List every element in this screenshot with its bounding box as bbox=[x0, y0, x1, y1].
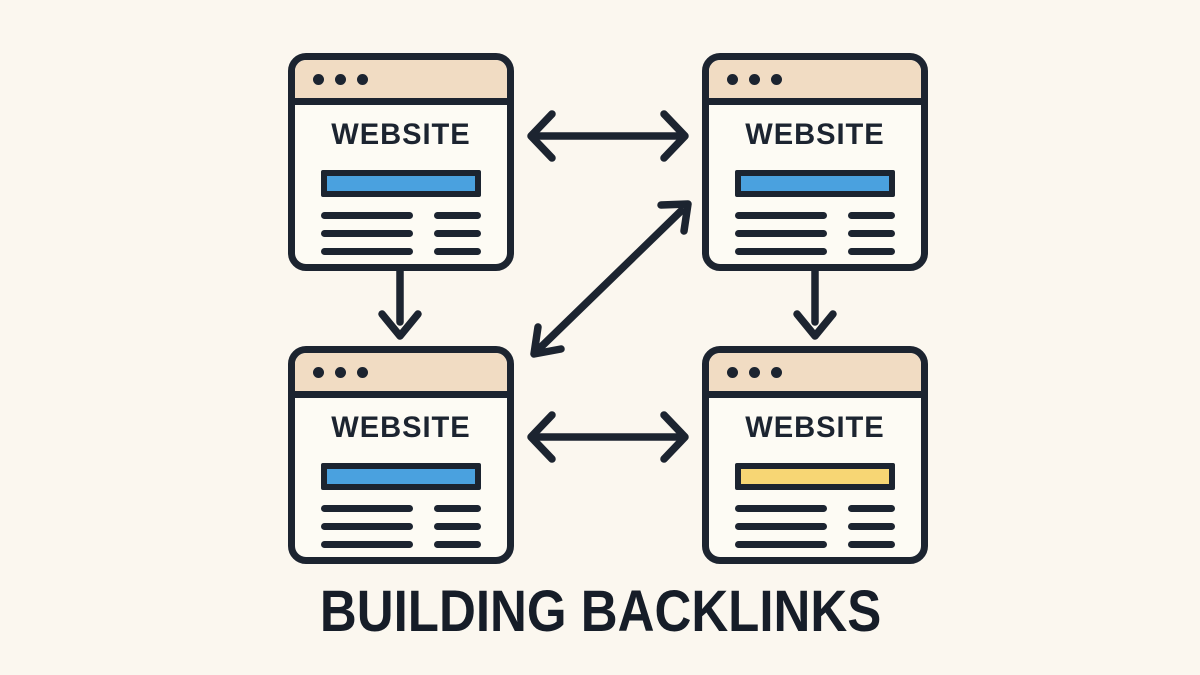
website-window-bottom-left: WEBSITE bbox=[288, 346, 514, 564]
text-line bbox=[321, 541, 413, 548]
text-line bbox=[735, 541, 827, 548]
banner-bar bbox=[321, 463, 481, 490]
text-line bbox=[321, 248, 413, 255]
website-window-top-left: WEBSITE bbox=[288, 53, 514, 271]
banner-bar bbox=[735, 170, 895, 197]
text-line bbox=[735, 212, 827, 219]
website-label: WEBSITE bbox=[745, 411, 885, 444]
window-dot-icon bbox=[357, 73, 368, 85]
arrow-bottom-left-top-right bbox=[530, 200, 692, 358]
arrow-top-right-bottom-right bbox=[793, 264, 837, 340]
text-line bbox=[434, 505, 481, 512]
banner-bar bbox=[321, 170, 481, 197]
content-lines bbox=[321, 212, 481, 255]
window-dot-icon bbox=[771, 366, 782, 378]
window-dot-icon bbox=[313, 73, 324, 85]
content-lines bbox=[321, 505, 481, 548]
arrow-bottom-left-bottom-right bbox=[527, 411, 689, 463]
window-titlebar bbox=[295, 353, 507, 398]
text-line bbox=[321, 230, 413, 237]
text-line bbox=[848, 230, 895, 237]
website-label: WEBSITE bbox=[745, 118, 885, 151]
window-dot-icon bbox=[335, 73, 346, 85]
content-lines bbox=[735, 505, 895, 548]
window-titlebar bbox=[709, 60, 921, 105]
text-line bbox=[434, 212, 481, 219]
banner-bar bbox=[735, 463, 895, 490]
text-line bbox=[434, 230, 481, 237]
text-line bbox=[735, 505, 827, 512]
website-label: WEBSITE bbox=[331, 118, 471, 151]
content-lines bbox=[735, 212, 895, 255]
window-dot-icon bbox=[771, 73, 782, 85]
window-dot-icon bbox=[313, 366, 324, 378]
window-dot-icon bbox=[749, 366, 760, 378]
website-label: WEBSITE bbox=[331, 411, 471, 444]
text-line bbox=[321, 505, 413, 512]
text-line bbox=[735, 248, 827, 255]
text-line bbox=[848, 212, 895, 219]
text-line bbox=[434, 541, 481, 548]
window-dot-icon bbox=[727, 366, 738, 378]
diagram-title: BUILDING BACKLINKS bbox=[319, 579, 882, 644]
window-dot-icon bbox=[335, 366, 346, 378]
text-line bbox=[848, 541, 895, 548]
text-line bbox=[321, 212, 413, 219]
window-titlebar bbox=[709, 353, 921, 398]
window-dot-icon bbox=[357, 366, 368, 378]
arrow-top-left-bottom-left bbox=[378, 264, 422, 340]
arrow-top-left-top-right bbox=[527, 110, 689, 162]
text-line bbox=[848, 248, 895, 255]
window-titlebar bbox=[295, 60, 507, 105]
text-line bbox=[848, 505, 895, 512]
text-line bbox=[321, 523, 413, 530]
window-dot-icon bbox=[727, 73, 738, 85]
text-line bbox=[434, 248, 481, 255]
website-window-bottom-right: WEBSITE bbox=[702, 346, 928, 564]
window-dot-icon bbox=[749, 73, 760, 85]
text-line bbox=[434, 523, 481, 530]
website-window-top-right: WEBSITE bbox=[702, 53, 928, 271]
text-line bbox=[735, 230, 827, 237]
text-line bbox=[735, 523, 827, 530]
text-line bbox=[848, 523, 895, 530]
